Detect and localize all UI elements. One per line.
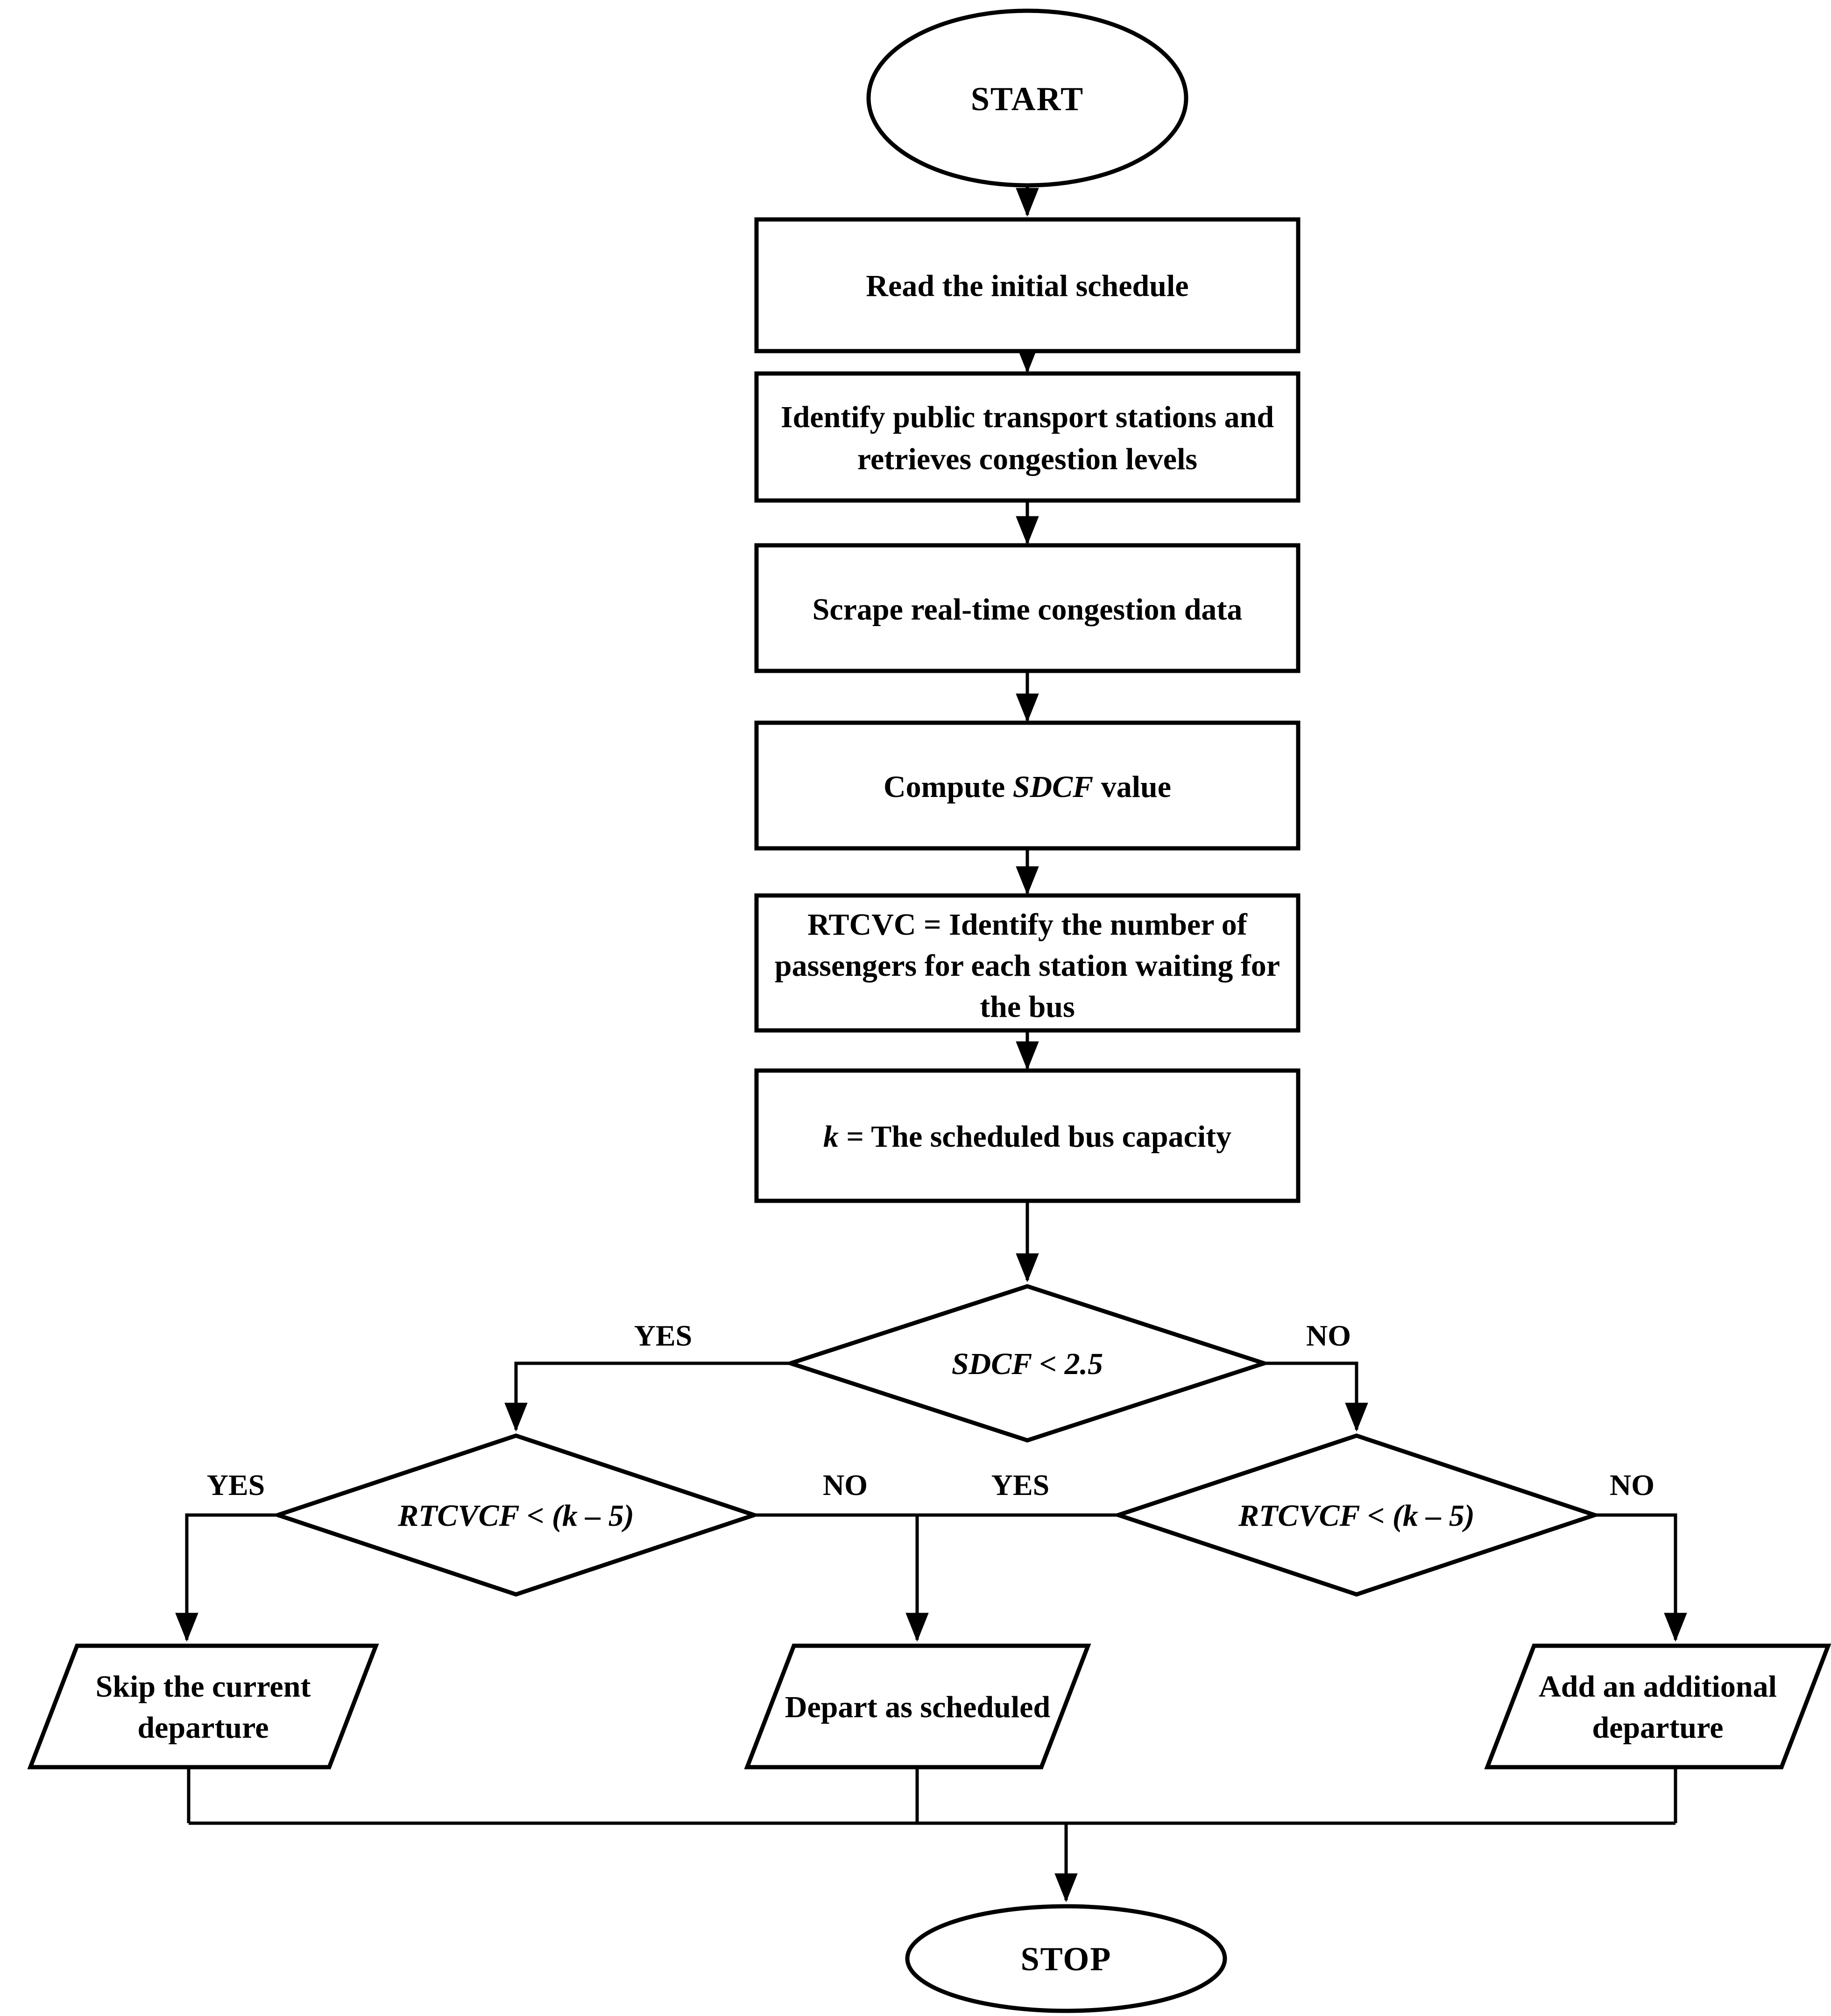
node-identify-stations: Identify public transport stations and r…: [754, 371, 1301, 503]
add-departure-line1: Add an additional: [1539, 1670, 1777, 1704]
add-departure-line2: departure: [1592, 1711, 1723, 1745]
compute-sdcf-var: SDCF: [1013, 770, 1093, 804]
add-departure-shape: [1484, 1643, 1831, 1769]
edge-decision-yes-left: [504, 1361, 791, 1432]
node-skip-departure: Skip the current departure: [27, 1643, 379, 1769]
identify-stations-line2: retrieves congestion levels: [857, 442, 1197, 476]
node-rtcvc: RTCVC = Identify the number of passenger…: [754, 893, 1301, 1033]
node-start: START: [866, 8, 1188, 188]
node-read-schedule: Read the initial schedule: [754, 217, 1301, 353]
node-compute-sdcf: Compute SDCF value: [754, 720, 1301, 851]
node-depart-scheduled: Depart as scheduled: [744, 1643, 1091, 1769]
label-right-yes: YES: [991, 1468, 1050, 1501]
start-terminal-shape: [866, 8, 1188, 188]
edge-decision-no-right: [1264, 1361, 1368, 1432]
edge-left-diamond-yes: [175, 1513, 278, 1642]
decision-left-label: RTCVCF < (k – 5): [397, 1499, 634, 1533]
depart-scheduled-shape: [744, 1643, 1091, 1769]
compute-sdcf-label: Compute SDCF value: [884, 770, 1171, 804]
rtcvc-shape: [754, 893, 1301, 1033]
skip-departure-shape: [27, 1643, 379, 1769]
node-add-departure: Add an additional departure: [1484, 1643, 1831, 1769]
bus-capacity-var: k: [823, 1120, 839, 1154]
compute-sdcf-pre: Compute: [884, 770, 1013, 804]
edge-right-diamond-no: [1595, 1513, 1687, 1642]
edges: [175, 185, 1687, 1903]
scrape-data-label: Scrape real-time congestion data: [813, 592, 1243, 627]
start-label: START: [971, 80, 1084, 118]
depart-scheduled-label: Depart as scheduled: [785, 1690, 1050, 1724]
rtcvc-line1: RTCVC = Identify the number of: [807, 908, 1248, 942]
decision-sdcf-label: SDCF < 2.5: [952, 1347, 1103, 1381]
node-decision-right: RTCVCF < (k – 5): [1111, 1433, 1602, 1597]
node-scrape-data: Scrape real-time congestion data: [754, 543, 1301, 673]
stop-label: STOP: [1021, 1940, 1112, 1978]
compute-sdcf-shape: [754, 720, 1301, 851]
decision-right-shape: [1111, 1433, 1602, 1597]
bus-capacity-shape: [754, 1068, 1301, 1203]
identify-stations-shape: [754, 371, 1301, 503]
label-decision-yes: YES: [634, 1319, 693, 1352]
edge-labels: YES NO YES NO YES NO: [207, 1319, 1654, 1501]
node-stop: STOP: [905, 1904, 1227, 2013]
node-bus-capacity: k = The scheduled bus capacity: [754, 1068, 1301, 1203]
identify-stations-line1: Identify public transport stations and: [781, 400, 1274, 434]
label-left-no: NO: [823, 1468, 868, 1501]
read-schedule-label: Read the initial schedule: [866, 269, 1188, 303]
decision-sdcf-shape: [784, 1284, 1271, 1443]
compute-sdcf-post: value: [1093, 770, 1171, 804]
skip-departure-line1: Skip the current: [96, 1670, 311, 1704]
label-left-yes: YES: [207, 1468, 265, 1501]
bus-capacity-label: k = The scheduled bus capacity: [823, 1120, 1231, 1154]
scrape-data-shape: [754, 543, 1301, 673]
rtcvc-line3: the bus: [980, 990, 1075, 1024]
rtcvc-line2: passengers for each station waiting for: [775, 949, 1280, 983]
stop-terminal-shape: [905, 1904, 1227, 2013]
node-decision-left: RTCVCF < (k – 5): [271, 1433, 761, 1597]
bus-capacity-post: = The scheduled bus capacity: [839, 1120, 1231, 1154]
skip-departure-line2: departure: [137, 1711, 269, 1745]
read-schedule-shape: [754, 217, 1301, 353]
label-right-no: NO: [1610, 1468, 1654, 1501]
label-decision-no: NO: [1306, 1319, 1351, 1352]
decision-left-shape: [271, 1433, 761, 1597]
node-decision-sdcf: SDCF < 2.5: [784, 1284, 1271, 1443]
decision-right-label: RTCVCF < (k – 5): [1238, 1499, 1475, 1533]
